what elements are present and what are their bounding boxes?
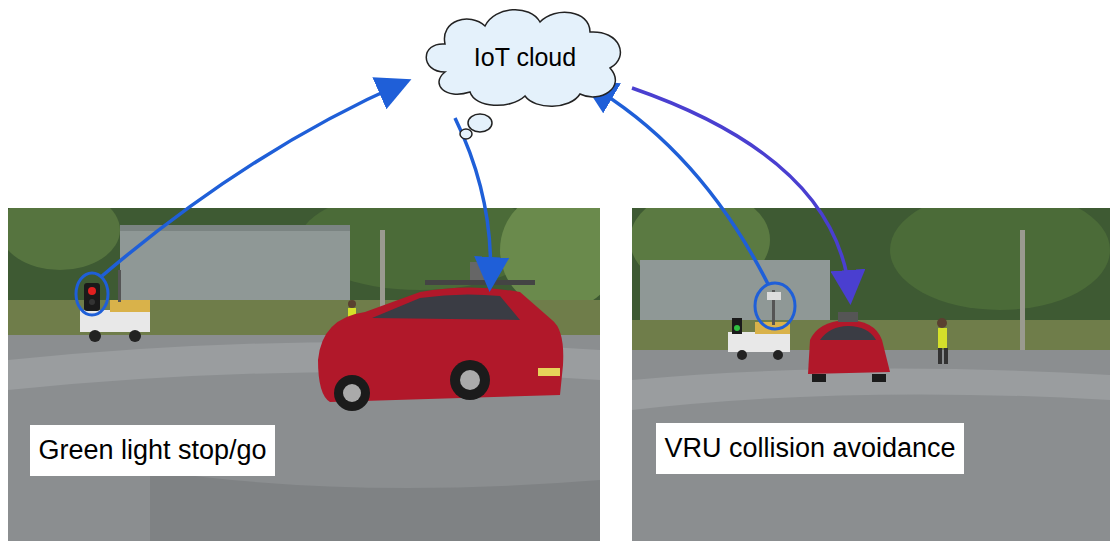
cloud-bubble bbox=[460, 129, 472, 139]
downlink-arrow bbox=[455, 118, 491, 285]
caption-box: Green light stop/go bbox=[30, 425, 275, 476]
uplink-arrow bbox=[102, 82, 405, 276]
caption-box: VRU collision avoidance bbox=[656, 423, 964, 474]
node-label: IoT cloud bbox=[474, 43, 576, 72]
cloud-node: IoT cloud bbox=[415, 2, 635, 112]
right-photo bbox=[632, 208, 1110, 541]
left-photo bbox=[8, 208, 600, 541]
highlight-circle bbox=[755, 283, 795, 329]
uplink-arrow bbox=[588, 84, 768, 284]
downlink-arrow bbox=[632, 88, 850, 298]
node-label: Green light stop/go bbox=[38, 435, 266, 466]
highlight-circle bbox=[76, 273, 108, 315]
node-label: VRU collision avoidance bbox=[664, 433, 955, 464]
cloud-bubble bbox=[468, 114, 492, 132]
